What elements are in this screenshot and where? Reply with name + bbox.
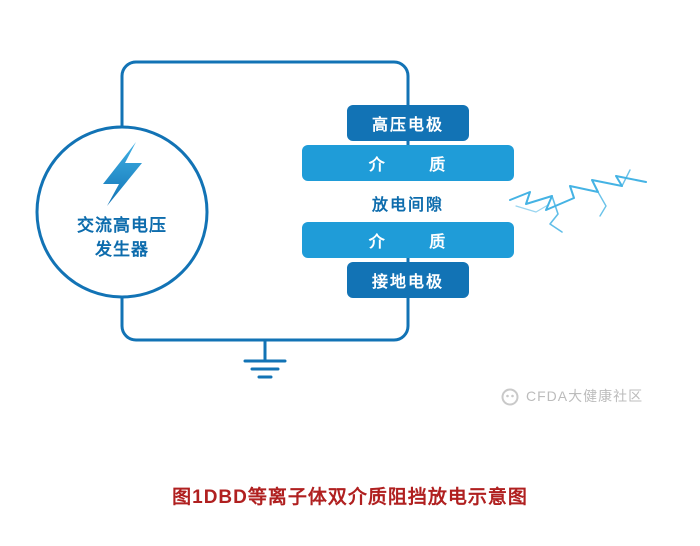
watermark-text: CFDA大健康社区 — [526, 388, 644, 404]
dielectric-bottom-label: 介 质 — [368, 234, 448, 251]
dielectric-top-box: 介 质 — [302, 145, 514, 181]
high-voltage-electrode-box: 高压电极 — [347, 105, 469, 141]
ground-symbol-icon — [243, 338, 287, 379]
gap-wire-mask — [399, 181, 417, 225]
generator-label: 交流高电压 发生器 — [37, 214, 207, 262]
generator-circle — [35, 125, 209, 299]
lightning-bolt-icon — [103, 142, 142, 206]
cfda-logo-icon — [501, 388, 519, 406]
ground-electrode-label: 接地电极 — [371, 274, 444, 291]
generator-label-line2: 发生器 — [95, 240, 149, 259]
generator-label-line1: 交流高电压 — [77, 216, 167, 235]
discharge-spark-graphic — [509, 169, 647, 233]
ground-electrode-box: 接地电极 — [347, 262, 469, 298]
dielectric-top-label: 介 质 — [368, 157, 448, 174]
watermark: CFDA大健康社区 — [500, 386, 643, 406]
high-voltage-electrode-label: 高压电极 — [371, 117, 444, 134]
dielectric-bottom-box: 介 质 — [302, 222, 514, 258]
figure-caption: 图1DBD等离子体双介质阻挡放电示意图 — [172, 487, 528, 508]
discharge-gap-label: 放电间隙 — [371, 197, 444, 214]
